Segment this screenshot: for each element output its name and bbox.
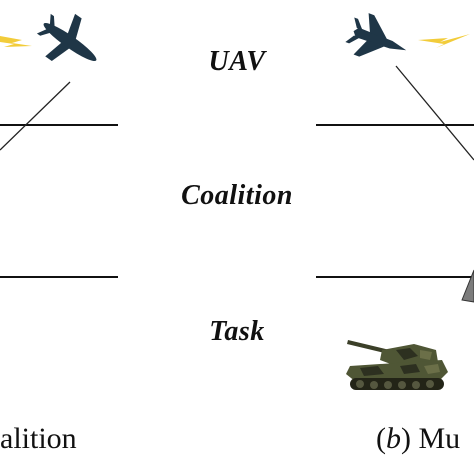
link-plane-to-coalition: [0, 81, 71, 151]
caption-left-text: alition: [0, 422, 77, 455]
lightning-bolt-icon: [418, 34, 470, 48]
cargo-plane-icon: [36, 13, 97, 62]
fighter-jet-icon: [345, 13, 407, 57]
caption-right-letter: b: [386, 422, 401, 455]
link-jet-to-coalition: [395, 65, 474, 161]
caption-right-text: Mu: [418, 422, 461, 455]
label-uav: UAV: [208, 46, 266, 77]
caption-left: alition: [0, 422, 77, 456]
gray-wedge-marker: [461, 269, 474, 303]
label-coalition: Coalition: [181, 180, 293, 211]
caption-right: (b) Mu: [376, 422, 460, 456]
lightning-bolt-icon: [0, 36, 32, 47]
caption-right-open-paren: (: [376, 422, 386, 455]
tank-icon: [346, 340, 448, 390]
label-task: Task: [209, 316, 265, 347]
caption-right-close-paren: ): [401, 422, 411, 455]
